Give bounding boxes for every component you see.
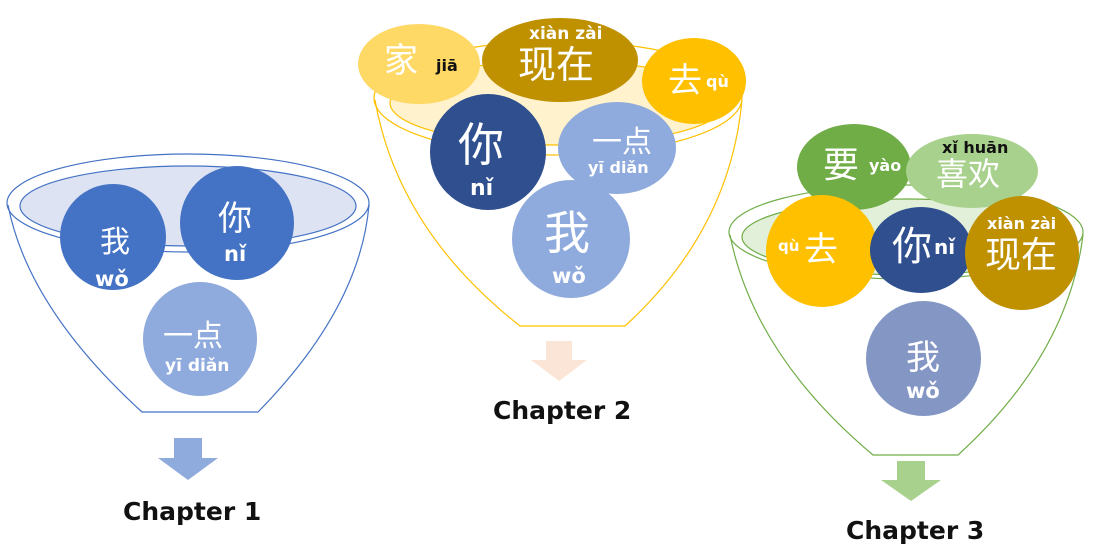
hanzi-label: 你 bbox=[218, 199, 252, 239]
hanzi-label: 喜欢 bbox=[936, 155, 1001, 193]
hanzi-label: 我 bbox=[100, 225, 130, 260]
hanzi-label: 我 bbox=[906, 338, 940, 378]
chapter-3-title: Chapter 3 bbox=[846, 516, 985, 545]
pinyin-label: yī diǎn bbox=[588, 158, 649, 177]
word-ball-xianzai: xiàn zài 现在 bbox=[965, 196, 1079, 310]
word-ball-ni: 你 nǐ bbox=[430, 94, 546, 210]
chapter-1-title: Chapter 1 bbox=[123, 497, 262, 526]
pinyin-label: qù bbox=[706, 72, 729, 91]
word-ball-qu: qù 去 bbox=[766, 195, 878, 307]
hanzi-label: 去 bbox=[804, 230, 838, 270]
pinyin-label: xǐ huān bbox=[942, 138, 1009, 157]
pinyin-label: yī diǎn bbox=[165, 356, 230, 376]
down-arrow-chapter-3 bbox=[881, 461, 941, 501]
pinyin-label: nǐ bbox=[934, 235, 956, 259]
word-ball-xihuan: xǐ huān 喜欢 bbox=[906, 134, 1038, 208]
down-arrow-chapter-1 bbox=[158, 438, 218, 480]
pinyin-label: jiā bbox=[436, 56, 458, 75]
word-ball-jia: 家 jiā bbox=[358, 24, 480, 104]
pinyin-label: wǒ bbox=[906, 379, 940, 403]
word-ball-xianzai: xiàn zài 现在 bbox=[482, 18, 638, 102]
pinyin-label: yào bbox=[869, 156, 902, 175]
pinyin-label: nǐ bbox=[470, 176, 494, 201]
pinyin-label: wǒ bbox=[552, 264, 586, 288]
pinyin-label: qù bbox=[778, 237, 800, 255]
hanzi-label: 家 bbox=[384, 41, 418, 81]
word-ball-ni: 你 nǐ bbox=[180, 166, 294, 280]
hanzi-label: 一点 bbox=[163, 319, 223, 354]
down-arrow-chapter-2 bbox=[531, 341, 587, 381]
pinyin-label: xiàn zài bbox=[529, 24, 603, 44]
word-ball-wo: 我 wǒ bbox=[512, 180, 630, 298]
pinyin-label: nǐ bbox=[224, 242, 247, 266]
word-ball-ni: 你 nǐ bbox=[870, 207, 972, 293]
hanzi-label: 我 bbox=[544, 206, 590, 260]
word-ball-yidian: 一点 yī diǎn bbox=[558, 102, 676, 194]
pinyin-label: wǒ bbox=[95, 267, 129, 291]
word-ball-yao: 要 yào bbox=[797, 124, 911, 210]
hanzi-label: 你 bbox=[458, 118, 504, 172]
hanzi-label: 现在 bbox=[985, 235, 1058, 276]
hanzi-label: 一点 bbox=[592, 125, 652, 160]
hanzi-label: 去 bbox=[668, 61, 702, 101]
word-ball-yidian: 一点 yī diǎn bbox=[143, 282, 257, 396]
word-ball-qu: 去 qù bbox=[642, 38, 746, 124]
hanzi-label: 要 bbox=[823, 145, 860, 186]
chapter-2-title: Chapter 2 bbox=[493, 396, 632, 425]
pinyin-label: xiàn zài bbox=[987, 214, 1057, 233]
hanzi-label: 现在 bbox=[518, 43, 595, 87]
hanzi-label: 你 bbox=[892, 224, 932, 270]
word-ball-wo: 我 wǒ bbox=[60, 184, 166, 290]
word-ball-wo: 我 wǒ bbox=[866, 301, 981, 416]
